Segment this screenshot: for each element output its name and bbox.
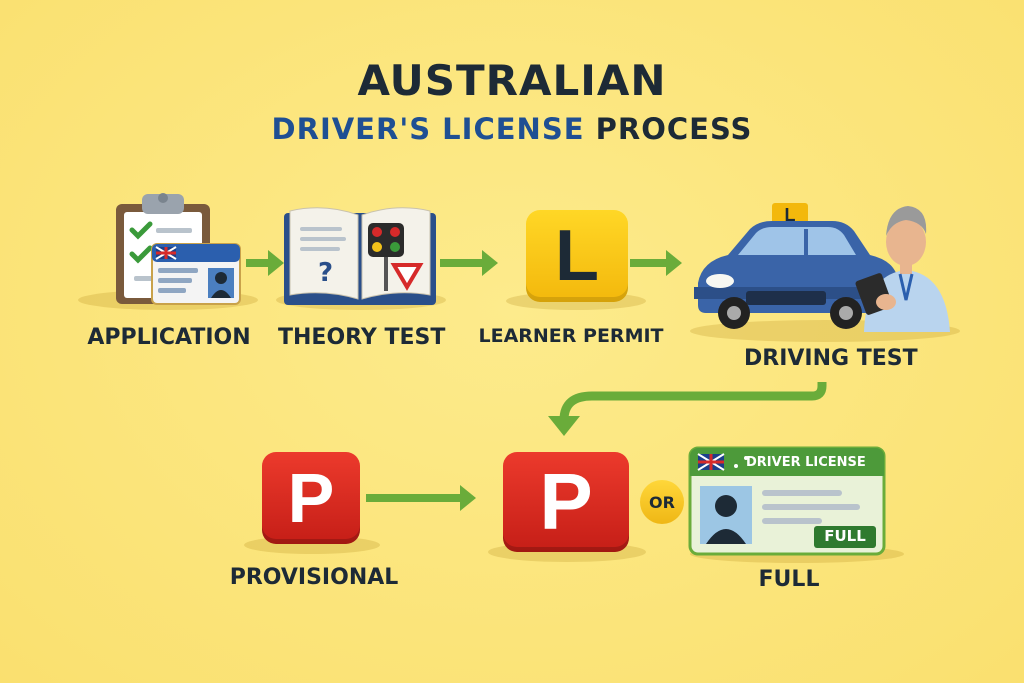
license-card-full-badge: FULL: [824, 527, 866, 545]
title-drivers-license: DRIVER'S LICENSE: [271, 112, 585, 146]
arrow-right-icon: [366, 485, 476, 511]
driver-license-card-icon: [688, 446, 886, 556]
provisional-p-plate-2: P: [503, 452, 629, 552]
step-application-label: APPLICATION: [87, 325, 251, 350]
step-learner-label: LEARNER PERMIT: [478, 325, 664, 347]
id-card-icon: [151, 243, 241, 305]
license-card-header: DRIVER LICENSE: [746, 455, 866, 470]
return-arrow-icon: [548, 382, 827, 436]
step-theory-label: THEORY TEST: [278, 325, 446, 350]
title-line-2: DRIVER'S LICENSE PROCESS: [0, 112, 1024, 146]
step-driving-label: DRIVING TEST: [744, 346, 918, 371]
learner-l-plate: L: [526, 210, 628, 302]
title-line-1: AUSTRALIAN: [357, 56, 667, 105]
svg-text:?: ?: [318, 258, 333, 288]
step-provisional-label: PROVISIONAL: [229, 565, 399, 590]
arrow-right-icon: [440, 250, 498, 276]
or-connector: OR: [640, 480, 684, 524]
arrow-right-icon: [246, 250, 284, 276]
car-icon: [694, 203, 898, 329]
title-process: PROCESS: [595, 112, 753, 146]
step-full-label: FULL: [758, 567, 820, 592]
book-icon: ?: [284, 207, 436, 305]
arrow-right-icon: [630, 250, 682, 276]
car-roof-l-plate: L: [784, 204, 796, 225]
provisional-p-plate: P: [262, 452, 360, 544]
examiner-icon: [855, 206, 950, 332]
